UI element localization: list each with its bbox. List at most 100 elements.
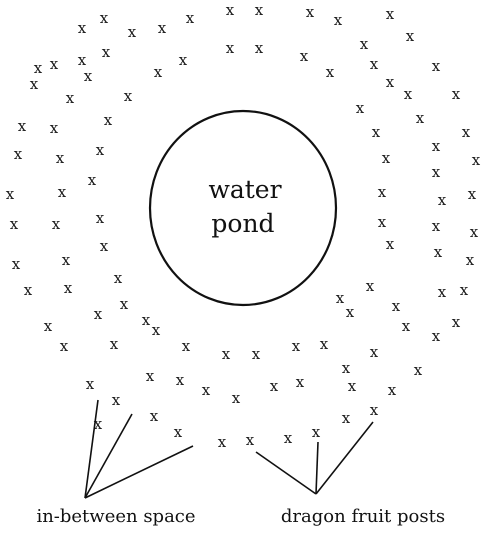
dragon-fruit-post-marker: x xyxy=(466,251,475,269)
dragon-fruit-post-marker: x xyxy=(326,63,335,81)
dragon-fruit-post-marker: x xyxy=(174,423,183,441)
dragon-fruit-post-marker: x xyxy=(104,111,113,129)
dragon-fruit-post-marker: x xyxy=(348,377,357,395)
dragon-fruit-post-marker: x xyxy=(84,67,93,85)
pond-label-line-1: water xyxy=(208,175,281,204)
dragon-fruit-post-marker: x xyxy=(94,305,103,323)
dragon-fruit-post-marker: x xyxy=(432,327,441,345)
dragon-fruit-post-marker: x xyxy=(452,313,461,331)
dragon-fruit-post-marker: x xyxy=(110,335,119,353)
dragon-fruit-post-marker: x xyxy=(100,9,109,27)
dragon-fruit-post-marker: x xyxy=(146,367,155,385)
dragon-fruit-post-marker: x xyxy=(94,415,103,433)
pointer-line xyxy=(255,451,317,495)
dragon-fruit-post-marker: x xyxy=(66,89,75,107)
dragon-fruit-post-marker: x xyxy=(284,429,293,447)
dragon-fruit-post-marker: x xyxy=(370,401,379,419)
in-between-space-pointers xyxy=(84,399,194,499)
dragon-fruit-post-marker: x xyxy=(402,317,411,335)
dragon-fruit-post-marker: x xyxy=(112,391,121,409)
dragon-fruit-post-marker: x xyxy=(370,343,379,361)
dragon-fruit-post-marker: x xyxy=(270,377,279,395)
dragon-fruit-post-marker: x xyxy=(114,269,123,287)
dragon-fruit-post-marker: x xyxy=(232,389,241,407)
dragon-fruit-post-marker: x xyxy=(292,337,301,355)
dragon-fruit-post-marker: x xyxy=(30,75,39,93)
in-between-space-label: in-between space xyxy=(36,506,195,527)
dragon-fruit-post-marker: x xyxy=(336,289,345,307)
dragon-fruit-post-marker: x xyxy=(346,303,355,321)
pointer-line xyxy=(315,441,319,495)
dragon-fruit-posts-pointers xyxy=(255,421,374,495)
dragon-fruit-post-marker: x xyxy=(366,277,375,295)
dragon-fruit-post-marker: x xyxy=(416,109,425,127)
dragon-fruit-post-marker: x xyxy=(78,51,87,69)
dragon-fruit-post-marker: x xyxy=(472,151,481,169)
dragon-fruit-post-marker: x xyxy=(202,381,211,399)
dragon-fruit-post-marker: x xyxy=(44,317,53,335)
dragon-fruit-post-marker: x xyxy=(78,19,87,37)
dragon-fruit-post-marker: x xyxy=(179,51,188,69)
dragon-fruit-post-marker: x xyxy=(386,235,395,253)
dragon-fruit-post-marker: x xyxy=(255,39,264,57)
dragon-fruit-post-marker: x xyxy=(50,55,59,73)
dragon-fruit-post-marker: x xyxy=(438,191,447,209)
dragon-fruit-post-marker: x xyxy=(186,9,195,27)
dragon-fruit-post-marker: x xyxy=(152,321,161,339)
dragon-fruit-post-marker: x xyxy=(56,149,65,167)
dragon-fruit-post-marker: x xyxy=(96,209,105,227)
dragon-fruit-post-marker: x xyxy=(6,185,15,203)
dragon-fruit-post-marker: x xyxy=(218,433,227,451)
dragon-fruit-post-marker: x xyxy=(158,19,167,37)
dragon-fruit-post-marker: x xyxy=(12,255,21,273)
dragon-fruit-post-marker: x xyxy=(432,163,441,181)
dragon-fruit-post-marker: x xyxy=(88,171,97,189)
dragon-fruit-post-marker: x xyxy=(468,185,477,203)
dragon-fruit-post-marker: x xyxy=(392,297,401,315)
pointer-line xyxy=(84,399,99,499)
dragon-fruit-post-marker: x xyxy=(34,59,43,77)
dragon-fruit-post-marker: x xyxy=(360,35,369,53)
dragon-fruit-post-marker: x xyxy=(124,87,133,105)
dragon-fruit-post-marker: x xyxy=(10,215,19,233)
dragon-fruit-post-marker: x xyxy=(14,145,23,163)
dragon-fruit-post-marker: x xyxy=(226,39,235,57)
dragon-fruit-post-marker: x xyxy=(460,281,469,299)
dragon-fruit-post-marker: x xyxy=(18,117,27,135)
dragon-fruit-post-marker: x xyxy=(58,183,67,201)
pointer-line xyxy=(84,445,194,499)
dragon-fruit-post-marker: x xyxy=(432,217,441,235)
dragon-fruit-post-marker: x xyxy=(388,381,397,399)
dragon-fruit-post-marker: x xyxy=(60,337,69,355)
dragon-fruit-post-marker: x xyxy=(306,3,315,21)
dragon-fruit-post-marker: x xyxy=(432,57,441,75)
dragon-fruit-post-marker: x xyxy=(226,1,235,19)
dragon-fruit-post-marker: x xyxy=(386,5,395,23)
dragon-fruit-post-marker: x xyxy=(356,99,365,117)
dragon-fruit-post-marker: x xyxy=(96,141,105,159)
dragon-fruit-post-marker: x xyxy=(296,373,305,391)
pond-label-line-2: pond xyxy=(211,209,274,238)
dragon-fruit-post-marker: x xyxy=(414,361,423,379)
dragon-fruit-post-marker: x xyxy=(382,149,391,167)
dragon-fruit-post-marker: x xyxy=(370,55,379,73)
dragon-fruit-post-marker: x xyxy=(222,345,231,363)
dragon-fruit-post-marker: x xyxy=(406,27,415,45)
dragon-fruit-post-marker: x xyxy=(86,375,95,393)
dragon-fruit-post-marker: x xyxy=(438,283,447,301)
dragon-fruit-post-marker: x xyxy=(50,119,59,137)
dragon-fruit-post-marker: x xyxy=(62,251,71,269)
dragon-fruit-post-marker: x xyxy=(342,359,351,377)
dragon-fruit-post-marker: x xyxy=(64,279,73,297)
pointer-line xyxy=(315,421,374,495)
dragon-fruit-post-marker: x xyxy=(334,11,343,29)
dragon-fruit-post-marker: x xyxy=(452,85,461,103)
dragon-fruit-post-marker: x xyxy=(182,337,191,355)
dragon-fruit-post-marker: x xyxy=(404,85,413,103)
dragon-fruit-post-marker: x xyxy=(246,431,255,449)
dragon-fruit-post-marker: x xyxy=(24,281,33,299)
dragon-fruit-post-marker: x xyxy=(120,295,129,313)
dragon-fruit-post-marker: x xyxy=(300,47,309,65)
